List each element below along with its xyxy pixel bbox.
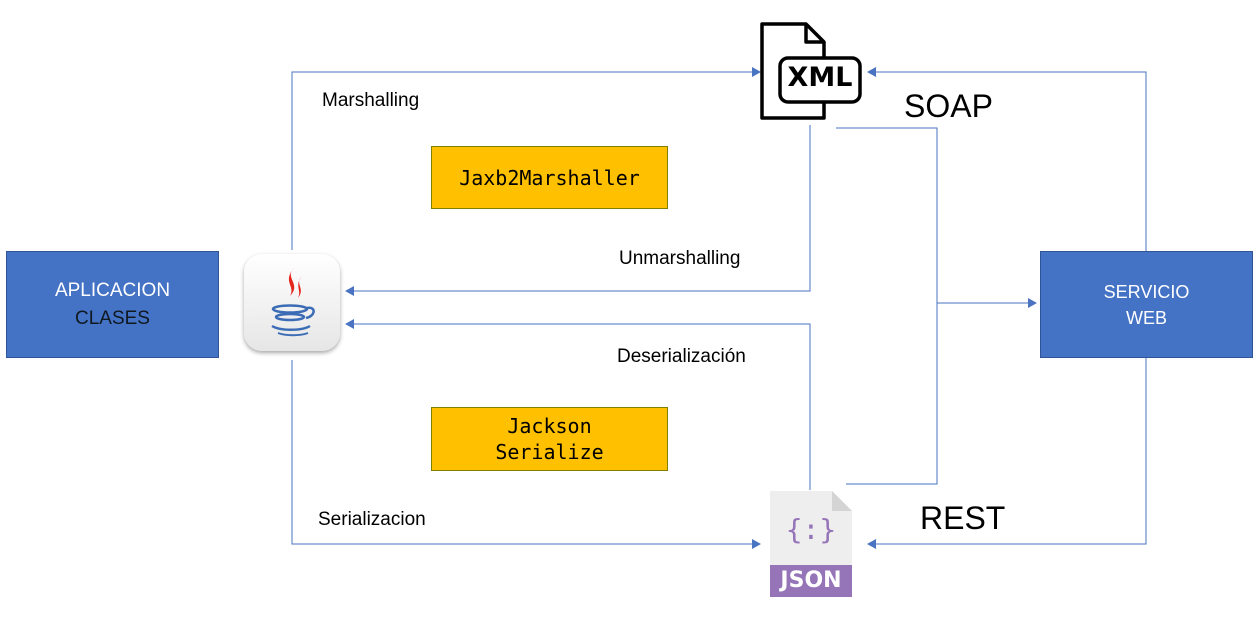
soap-label: SOAP (904, 88, 993, 124)
json-icon-text: JSON (780, 568, 842, 593)
deserializacion-arrow (345, 319, 811, 490)
deserializacion-label: Deserialización (617, 346, 746, 367)
aplicacion-clases-box: APLICACION CLASES (6, 251, 219, 358)
jaxb2marshaller-label: Jaxb2Marshaller (459, 165, 640, 190)
service-to-xml-arrow (867, 67, 1147, 251)
xml-file-icon: XML (754, 20, 866, 124)
serialize-label: Serialize (495, 440, 604, 464)
soap-bracket-line (836, 127, 938, 303)
servicio-label: SERVICIO (1103, 281, 1190, 302)
servicio-web-box: SERVICIO WEB (1040, 251, 1253, 358)
unmarshalling-label: Unmarshalling (619, 248, 741, 269)
serializacion-label: Serializacion (318, 509, 426, 530)
marshalling-label: Marshalling (322, 90, 420, 111)
serializacion-arrow (291, 360, 761, 549)
json-file-icon: {:} JSON (770, 491, 852, 597)
jackson-serialize-box: Jackson Serialize (431, 407, 668, 471)
service-to-json-arrow (867, 358, 1147, 549)
rest-bracket-line (846, 303, 938, 485)
rest-label: REST (920, 500, 1006, 536)
java-icon (244, 254, 340, 351)
marshalling-arrow (291, 67, 761, 250)
jaxb2marshaller-box: Jaxb2Marshaller (431, 146, 668, 209)
web-label: WEB (1125, 307, 1167, 328)
aplicacion-label: APLICACION (54, 279, 171, 301)
clases-label: CLASES (75, 307, 150, 329)
jackson-label: Jackson (507, 414, 592, 438)
unmarshalling-arrow (345, 125, 811, 296)
json-braces-glyph: {:} (785, 513, 837, 546)
xml-icon-text: XML (787, 62, 853, 93)
